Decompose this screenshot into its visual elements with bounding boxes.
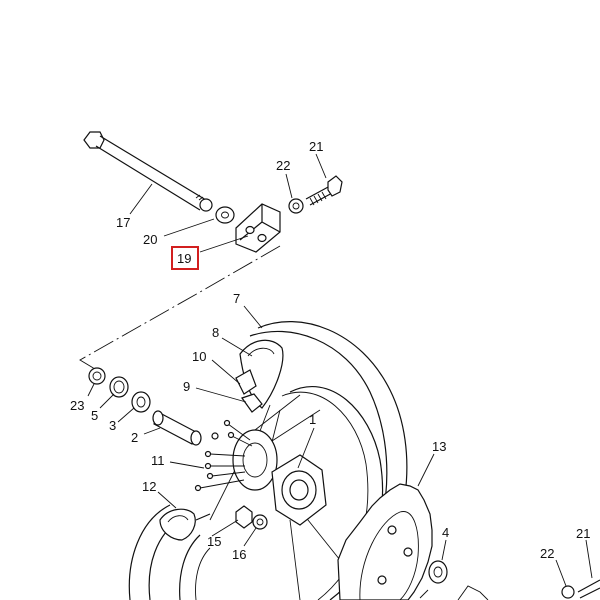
callout-1[interactable]: 1 — [309, 412, 316, 427]
highlight-box-part-19 — [171, 246, 199, 270]
washer-part-16[interactable] — [252, 514, 268, 530]
spoke-nipples-part-11[interactable] — [194, 419, 253, 492]
callout-11[interactable]: 11 — [151, 453, 165, 468]
callout-21-right[interactable]: 21 — [576, 526, 590, 541]
chain-adjuster-part-19[interactable] — [235, 203, 281, 253]
callout-19[interactable]: 19 — [177, 251, 191, 266]
callout-23[interactable]: 23 — [70, 398, 84, 413]
callout-labels: 17 20 19 21 22 7 8 10 9 1 2 3 5 23 11 12… — [70, 139, 590, 562]
nut-part-22-right[interactable] — [561, 585, 575, 599]
callout-2[interactable]: 2 — [131, 430, 138, 445]
axle-part-17[interactable] — [83, 131, 213, 212]
bolt-part-15[interactable] — [235, 505, 253, 529]
callout-4[interactable]: 4 — [442, 525, 449, 540]
callout-9[interactable]: 9 — [183, 379, 190, 394]
axis-centerline — [79, 245, 281, 373]
rim-lock-part-12[interactable] — [159, 508, 211, 541]
bolt-part-21-right[interactable] — [577, 579, 600, 599]
sprocket-part-13[interactable] — [337, 483, 433, 600]
callout-8[interactable]: 8 — [212, 325, 219, 340]
bearing-part-3[interactable] — [131, 391, 151, 413]
callout-13[interactable]: 13 — [432, 439, 446, 454]
callout-16[interactable]: 16 — [232, 547, 246, 562]
washer-part-20[interactable] — [215, 206, 235, 224]
spacer-part-2[interactable] — [152, 410, 219, 446]
valve-part-9[interactable] — [241, 393, 263, 413]
callout-22[interactable]: 22 — [276, 158, 290, 173]
callout-7[interactable]: 7 — [233, 291, 240, 306]
collar-part-23[interactable] — [88, 367, 106, 385]
callout-12[interactable]: 12 — [142, 479, 156, 494]
bearing-part-4[interactable] — [428, 560, 448, 584]
nut-part-22[interactable] — [288, 198, 304, 214]
rim-band-part-10[interactable] — [235, 369, 257, 395]
callout-21[interactable]: 21 — [309, 139, 323, 154]
callout-5[interactable]: 5 — [91, 408, 98, 423]
oil-seal-part-5[interactable] — [109, 376, 129, 398]
callout-3[interactable]: 3 — [109, 418, 116, 433]
leader-lines — [87, 153, 593, 587]
callout-22-right[interactable]: 22 — [540, 546, 554, 561]
callout-10[interactable]: 10 — [192, 349, 206, 364]
right-side-fragment — [419, 585, 489, 600]
bolt-part-21[interactable] — [305, 175, 343, 206]
wheel-assembly — [128, 321, 408, 600]
callout-15[interactable]: 15 — [207, 534, 221, 549]
callout-20[interactable]: 20 — [143, 232, 157, 247]
callout-17[interactable]: 17 — [116, 215, 130, 230]
